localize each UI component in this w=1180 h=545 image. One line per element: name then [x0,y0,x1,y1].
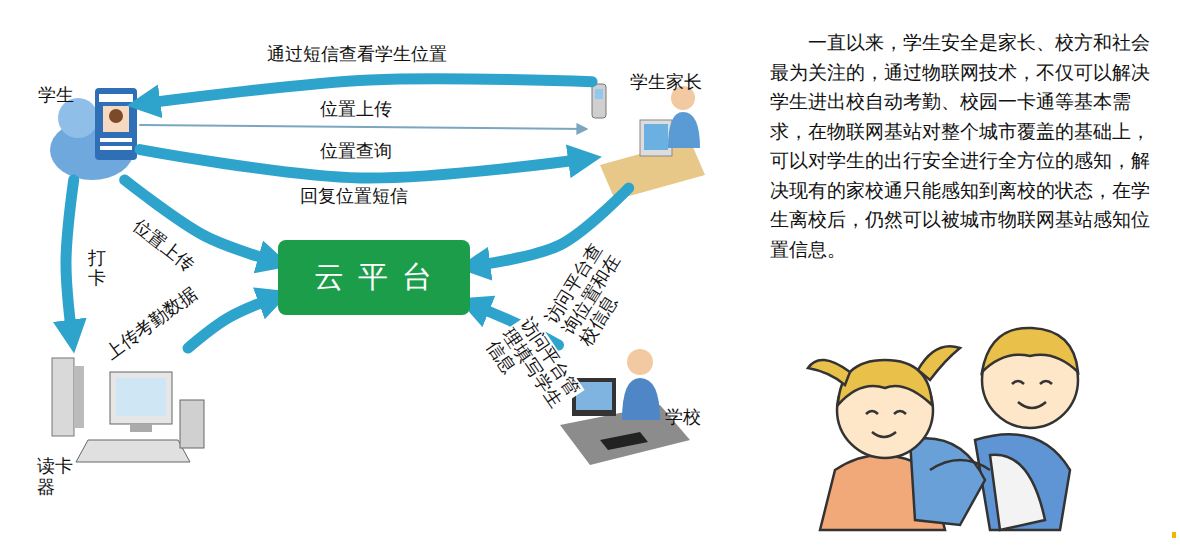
edge-label: 打卡 [86,248,108,288]
description-paragraph: 一直以来，学生安全是家长、校方和社会最为关注的，通过物联网技术，不仅可以解决学生… [770,28,1158,264]
edge-label: 访问平台查询位置和在校信息 [540,238,642,351]
school-node: 学校 [550,345,720,467]
node-label: 学生家长 [630,72,702,93]
edge-label: 通过短信查看学生位置 [265,44,449,65]
node-label: 学校 [665,407,701,428]
parent-icon [592,84,705,200]
connector-arrow [188,296,278,348]
node-label: 云 平 台 [314,260,433,295]
edge-label: 位置上传 [318,99,394,120]
card-reader-icon [52,358,204,462]
corner-mark [1172,532,1176,538]
edge-label: 位置查询 [318,141,394,162]
note-label: 回复位置短信 [300,186,410,207]
children-cartoon [808,328,1078,530]
student-node: 学生 [38,85,140,180]
connector-arrow [140,125,586,129]
parent-node: 学生家长 [586,70,708,188]
card-reader-node: 读卡器 [35,340,205,501]
node-label: 学生 [38,85,74,106]
cloud-platform-box: 云 平 台 [278,240,470,315]
connector-arrow [66,180,74,340]
node-label: 读卡器 [37,456,73,497]
